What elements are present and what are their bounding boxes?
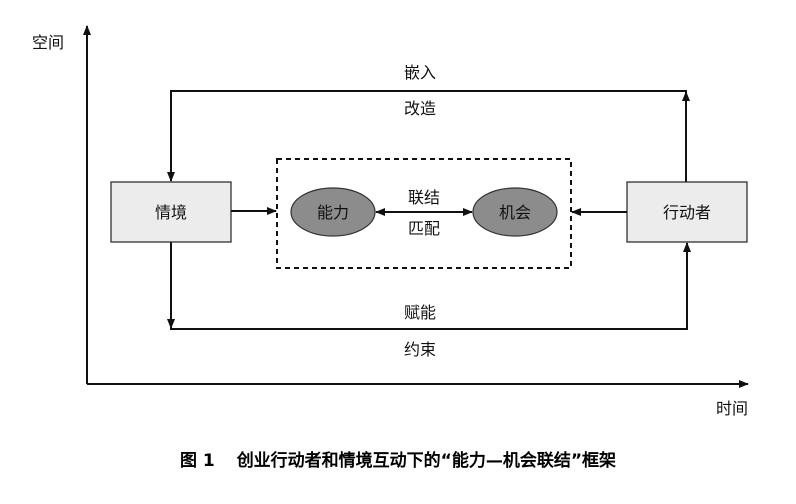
situation-node-label: 情境 [155, 203, 187, 222]
x-axis-label: 时间 [716, 399, 748, 418]
figure-caption: 图 1 创业行动者和情境互动下的“能力—机会联结”框架 [0, 446, 796, 471]
edge-constrain-label: 约束 [404, 340, 436, 359]
edge-match-label: 匹配 [408, 219, 440, 238]
edge-empower-label: 赋能 [404, 303, 436, 322]
opportunity-node-label: 机会 [499, 203, 531, 222]
opportunity-node [472, 187, 558, 237]
embed-transform-arrow [167, 90, 687, 182]
edge-embed-label: 嵌入 [404, 63, 436, 82]
situation-node [110, 181, 232, 243]
actor-node-label: 行动者 [663, 203, 711, 222]
figure-caption-text: 创业行动者和情境互动下的“能力—机会联结”框架 [236, 451, 617, 471]
edge-link-label: 联结 [408, 188, 440, 207]
figure-number: 图 1 [179, 451, 215, 471]
capability-node-label: 能力 [317, 203, 349, 222]
y-axis-label: 空间 [32, 33, 64, 52]
edge-transform-label: 改造 [404, 99, 436, 118]
capability-opportunity-frame [276, 158, 572, 269]
empower-constrain-arrow [170, 242, 691, 330]
